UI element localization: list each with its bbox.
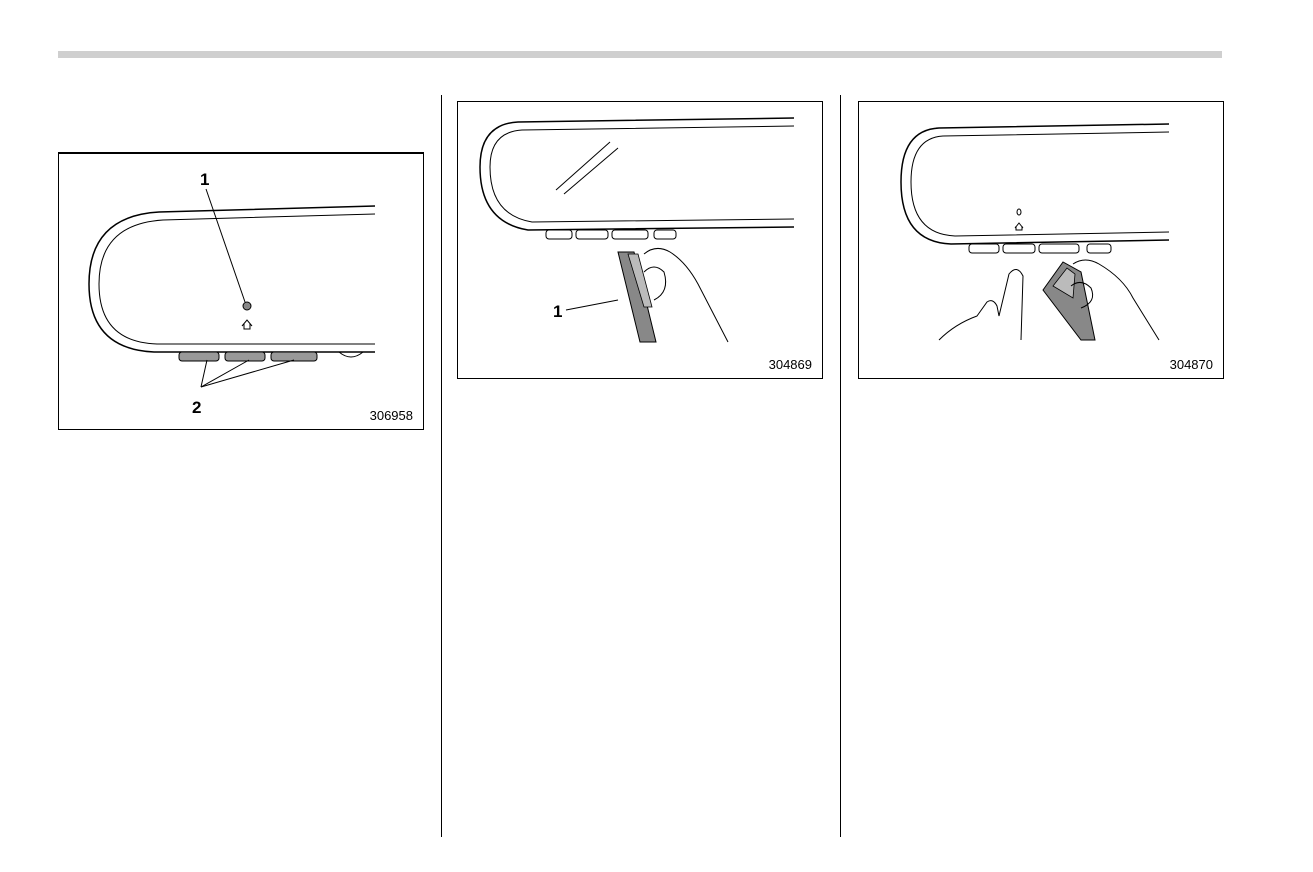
figure-mirror-transmitter: 1 304869: [457, 101, 823, 379]
mirror-buttons-illustration: [59, 154, 425, 432]
callout-2: 2: [192, 398, 201, 418]
mirror-programming-illustration: [859, 102, 1225, 380]
callout-1: 1: [553, 302, 562, 322]
column-divider-left: [441, 95, 442, 837]
figure-mirror-programming: 304870: [858, 101, 1224, 379]
mirror-transmitter-illustration: [458, 102, 824, 380]
column-divider-right: [840, 95, 841, 837]
top-rule: [58, 51, 1222, 58]
figure-code: 304870: [1170, 357, 1213, 372]
figure-code: 306958: [370, 408, 413, 423]
figure-code: 304869: [769, 357, 812, 372]
figure-mirror-buttons: 1 2 306958: [58, 152, 424, 430]
callout-1: 1: [200, 170, 209, 190]
